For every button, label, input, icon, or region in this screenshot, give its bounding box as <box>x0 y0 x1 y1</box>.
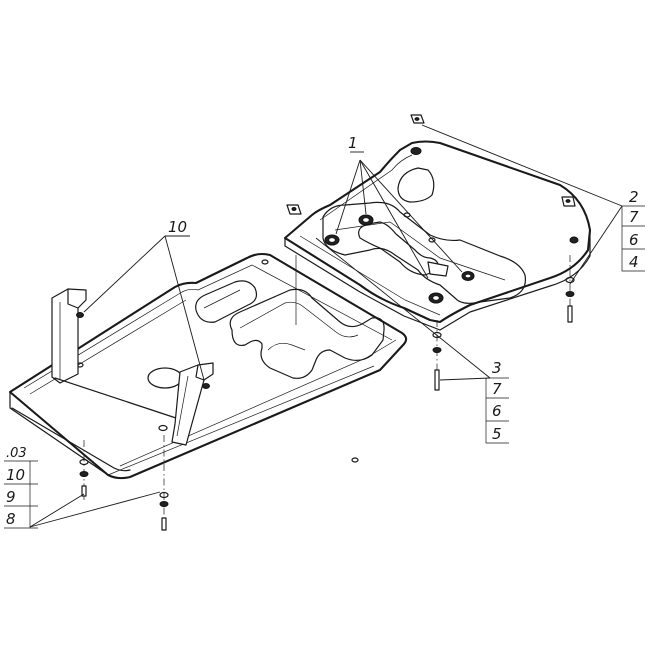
front-right-bracket <box>171 362 214 446</box>
rear-group-item-2: 7 <box>629 208 639 226</box>
middle-group-item-1: 3 <box>492 359 502 377</box>
left-group-item-2: 10 <box>6 466 25 484</box>
rear-skid-plate <box>283 140 592 331</box>
rear-group-item-3: 6 <box>629 231 639 249</box>
middle-group-item-2: 7 <box>492 380 502 398</box>
callout-group-left: .03 10 9 8 <box>4 446 38 529</box>
fasteners <box>79 255 575 531</box>
left-group-item-1: .03 <box>6 446 27 461</box>
middle-group-item-4: 5 <box>492 425 502 443</box>
callout-group-rear: 2 7 6 4 <box>621 188 645 272</box>
rear-group-item-4: 4 <box>629 253 639 271</box>
left-group-item-3: 9 <box>6 488 16 506</box>
callout-1-label: 1 <box>348 134 358 152</box>
rear-group-item-1: 2 <box>629 188 639 206</box>
front-left-bracket <box>51 288 183 421</box>
callout-1: 1 <box>348 134 364 153</box>
callout-group-middle: 3 7 6 5 <box>485 359 509 444</box>
left-group-item-4: 8 <box>6 510 16 528</box>
leader-lines <box>29 124 623 528</box>
callout-10: 10 <box>165 218 190 237</box>
middle-group-item-3: 6 <box>492 402 502 420</box>
mounting-tabs <box>286 114 576 215</box>
callout-10-label: 10 <box>168 218 187 236</box>
